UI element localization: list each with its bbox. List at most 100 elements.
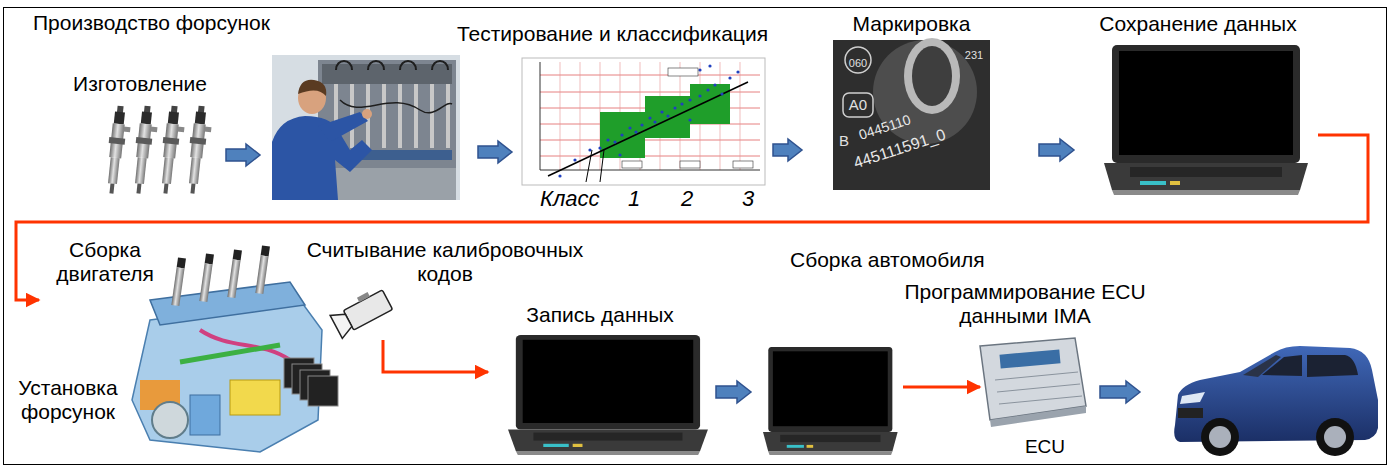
classification-chart-part-part: [634, 130, 637, 133]
marking-photo-part: [904, 38, 960, 114]
text-holder: Сохранение данных: [1078, 12, 1318, 36]
engine-illustration-part: [190, 395, 220, 435]
test-bench-photo-part: [340, 100, 452, 113]
injectors-illustration-part-part: [204, 126, 211, 132]
step-caption: Программирование ECU данными IMA: [885, 280, 1165, 328]
classification-chart-part: [548, 82, 748, 176]
car-illustration-part: [1209, 426, 1231, 448]
classification-chart-part-part: [606, 138, 609, 141]
classification-chart-part-part: [588, 148, 591, 151]
car-illustration-part: [1178, 408, 1203, 418]
classification-chart-part-part: [698, 94, 701, 97]
classification-chart-part-part: [540, 140, 760, 141]
injectors-illustration-part: [157, 105, 186, 195]
flow-line: [16, 135, 1368, 300]
outer-frame: [4, 8, 1387, 465]
classification-chart-part-part: [648, 116, 651, 119]
engine-illustration-part: [308, 376, 338, 406]
classification-chart-part: [540, 62, 541, 170]
part-marking: B: [839, 132, 849, 149]
part-marking: 060: [849, 57, 867, 70]
test-bench-photo-part: [318, 112, 368, 142]
ecu-unit-part: [997, 384, 1080, 392]
engine-illustration-part: [230, 380, 280, 415]
injectors-illustration-part-part: [162, 157, 174, 184]
injectors-illustration-part-part: [123, 126, 130, 132]
test-bench-photo-part: [298, 80, 326, 96]
classification-chart-part: [690, 84, 730, 124]
test-bench-photo-part: [446, 84, 450, 148]
marking-photo: [833, 38, 990, 190]
classification-chart-part: [560, 62, 740, 170]
injectors-illustration-part-part: [136, 123, 151, 158]
classification-chart-part: [600, 150, 604, 182]
classification-chart-part: [622, 161, 642, 168]
injectors-illustration-part-part: [114, 111, 125, 124]
car-illustration-part: [1316, 418, 1354, 456]
class-label: 3: [742, 186, 754, 211]
classification-chart-part-part: [560, 62, 561, 170]
test-bench-photo-part: [382, 84, 386, 148]
injectors-illustration-part-part: [189, 157, 201, 184]
classification-chart-part-part: [673, 106, 676, 109]
injectors-illustration-part-part: [163, 183, 168, 193]
injectors-illustration-part-part: [136, 137, 153, 145]
classification-chart-part-part: [628, 126, 631, 129]
classification-chart-part: [645, 96, 690, 138]
classification-chart-part-part: [666, 114, 669, 117]
car-illustration-part: [1324, 426, 1346, 448]
step-caption: Запись данных: [526, 303, 673, 327]
class-label: 2: [681, 186, 693, 211]
text-holder: 0445110: [858, 118, 911, 136]
classification-chart-node: Класс123: [520, 55, 770, 216]
injectors-illustration-part-part: [163, 123, 178, 158]
process-step: Сохранение данных: [1078, 8, 1318, 200]
part-marking: A0: [849, 96, 867, 113]
marking-photo-part: [843, 93, 873, 117]
classification-chart-part: [600, 112, 645, 158]
camera-icon-part: [330, 309, 355, 339]
text-holder: Установка форсунок: [6, 376, 130, 424]
classification-chart-part-part: [728, 76, 731, 79]
text-holder: 060: [845, 53, 871, 71]
injectors-illustration-part-part: [109, 123, 124, 158]
step-caption: Сохранение данных: [1099, 12, 1296, 36]
process-step: Программирование ECU данными IMAECU: [882, 277, 1168, 463]
classification-chart-part-part: [736, 70, 739, 73]
ecu-unit-part: [995, 372, 1078, 380]
classification-chart-part-part: [540, 156, 760, 157]
injectors-illustration-part: [184, 105, 213, 195]
classification-chart-part: [540, 75, 760, 156]
car-illustration-part: [1307, 355, 1358, 377]
injectors-illustration-part: [130, 105, 159, 195]
text-holder: 1: [628, 186, 640, 211]
car-illustration-part: [1262, 355, 1302, 376]
classification-chart-part-part: [708, 64, 711, 67]
laptop: [763, 347, 898, 455]
text-holder: Маркировка: [833, 12, 990, 36]
laptop: [508, 335, 708, 455]
text-holder: 2: [681, 186, 693, 211]
engine-illustration-part: [199, 253, 214, 302]
classification-chart-part: [558, 64, 739, 177]
text-holder: 3: [742, 186, 754, 211]
test-bench-photo-part: [362, 109, 372, 119]
engine-illustration-part: [227, 249, 242, 298]
flow-arrow: [903, 386, 980, 389]
ecu-unit: [980, 338, 1086, 427]
classification-chart-part: [668, 68, 698, 76]
marking-photo-part: [912, 46, 952, 106]
injectors-illustration: [103, 105, 213, 195]
test-bench-photo-part: [430, 84, 434, 148]
ecu-unit-part: [1000, 349, 1061, 368]
car-illustration-part: [1180, 392, 1205, 404]
classification-chart-part: [522, 58, 765, 185]
injectors-illustration-part-part: [195, 111, 206, 124]
injectors-illustration-part: [103, 105, 132, 195]
engine-illustration-part-part: [171, 267, 184, 306]
classification-chart-part: [680, 161, 700, 168]
text-holder: A0: [843, 96, 873, 114]
injectors-illustration-part-part: [135, 157, 147, 184]
classification-chart-part-part: [598, 146, 601, 149]
classification-chart-part-part: [558, 174, 561, 177]
